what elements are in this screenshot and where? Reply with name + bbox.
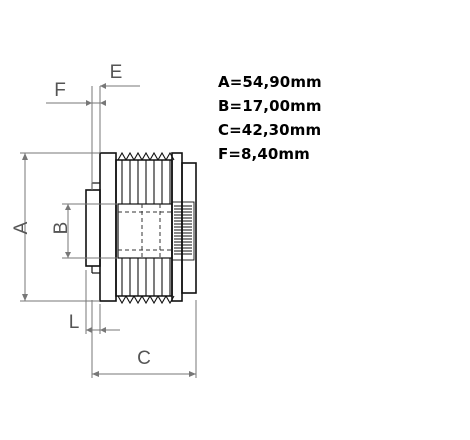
rear-cap [181, 162, 197, 294]
hub-protrusion [85, 189, 101, 267]
dimension-arrows [22, 83, 196, 377]
dimension-label-a: A [11, 221, 32, 234]
grooved-body [115, 159, 173, 297]
groove-ridge-bottom [149, 295, 159, 305]
dimension-label-b: B [51, 222, 72, 235]
groove-ridge-bottom [157, 295, 167, 305]
dimension-label-e: E [110, 62, 123, 83]
groove-ridge-top [141, 151, 151, 161]
specification-list: A=54,90mm B=17,00mm C=42,30mm F=8,40mm [218, 70, 322, 166]
spec-b: B=17,00mm [218, 97, 322, 115]
dimension-label-c: C [137, 348, 151, 369]
groove-ridge-top [133, 151, 143, 161]
dimension-label-l: L [69, 312, 80, 333]
knurl-stripes [171, 201, 195, 261]
groove-ridge-top [157, 151, 167, 161]
groove-ridge-bottom [133, 295, 143, 305]
knurl-frame [171, 201, 195, 261]
groove-ridges [117, 151, 175, 305]
groove-ridge-bottom [125, 295, 135, 305]
spec-f: F=8,40mm [218, 145, 310, 163]
groove-ridge-top [117, 151, 127, 161]
groove-ridge-top [165, 151, 175, 161]
hidden-lines [118, 204, 172, 258]
groove-ridge-top [149, 151, 159, 161]
groove-ridge-bottom [141, 295, 151, 305]
groove-ridge-bottom [117, 295, 127, 305]
groove-ridge-top [125, 151, 135, 161]
spec-c: C=42,30mm [218, 121, 322, 139]
dimension-lines [20, 85, 197, 378]
groove-ridge-bottom [165, 295, 175, 305]
spec-a: A=54,90mm [218, 73, 322, 91]
dimension-label-f: F [54, 80, 66, 101]
front-flange [99, 152, 117, 302]
